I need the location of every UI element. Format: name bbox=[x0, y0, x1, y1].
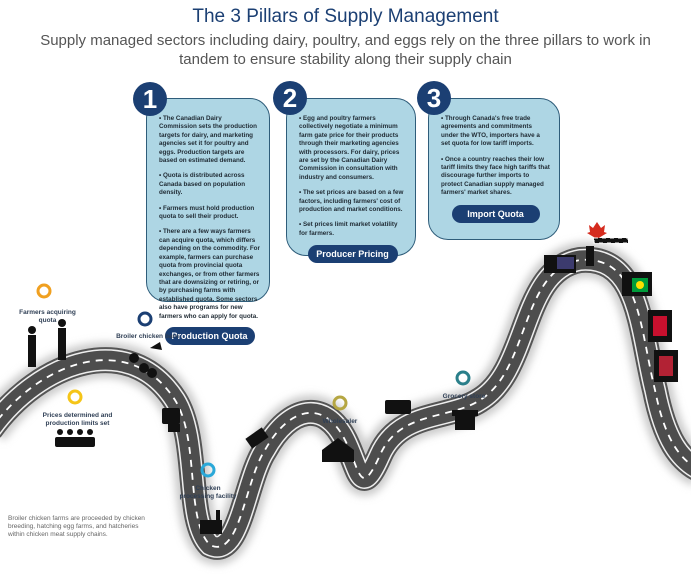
pillar-bullet: • Egg and poultry farmers collectively n… bbox=[299, 115, 400, 181]
truck-icon bbox=[162, 408, 180, 432]
import-truck-icon bbox=[544, 255, 576, 273]
production-quota-button[interactable]: Production Quota bbox=[164, 326, 255, 345]
border-gate-icon bbox=[586, 237, 629, 266]
pillar-bullet: • There are a few ways farmers can acqui… bbox=[159, 228, 260, 320]
producer-pricing-button[interactable]: Producer Pricing bbox=[307, 245, 398, 264]
location-pin-icon bbox=[200, 462, 216, 478]
footnote: Broiler chicken farms are proceeded by c… bbox=[8, 515, 145, 538]
pillar-bullet: • Through Canada's free trade agreements… bbox=[441, 115, 540, 148]
maple-leaf-icon bbox=[587, 222, 607, 239]
pillar-card-3: • Through Canada's free trade agreements… bbox=[428, 98, 560, 240]
import-quota-button[interactable]: Import Quota bbox=[451, 204, 540, 223]
pillar-bullet: • Once a country reaches their low tarif… bbox=[441, 155, 550, 197]
pillar-number-2: 2 bbox=[273, 81, 307, 115]
pillar-number-1: 1 bbox=[133, 82, 167, 116]
location-pin-icon bbox=[332, 395, 348, 411]
chickens-icon bbox=[129, 342, 162, 378]
page-title: The 3 Pillars of Supply Management bbox=[192, 6, 499, 27]
import-truck-icon bbox=[622, 272, 652, 296]
stop-label-prices: Prices determined and production limits … bbox=[42, 412, 113, 427]
stop-label-farmers: Farmers acquiring quota bbox=[19, 309, 76, 324]
pillar-card-1: • The Canadian Dairy Commission sets the… bbox=[146, 98, 270, 345]
location-pin-icon bbox=[455, 370, 471, 386]
factory-icon bbox=[200, 510, 222, 534]
stop-label-processing: Chicken processing facility bbox=[179, 485, 237, 500]
location-pin-icon bbox=[67, 389, 83, 405]
location-pin-icon bbox=[36, 283, 52, 299]
pillar-bullet: • Quota is distributed across Canada bas… bbox=[159, 172, 246, 197]
farmers-icon bbox=[28, 319, 66, 367]
pillar-bullet: • Farmers must hold production quota to … bbox=[159, 204, 255, 221]
location-pin-icon bbox=[137, 311, 153, 327]
pillar-bullet: • The set prices are based on a few fact… bbox=[299, 189, 404, 214]
truck-icon bbox=[245, 427, 269, 449]
meeting-table-icon bbox=[55, 429, 95, 447]
stop-label-grocery: Grocery store bbox=[442, 393, 486, 400]
wholesaler-icon bbox=[322, 438, 354, 462]
pillar-bullet: • Set prices limit market volatility for… bbox=[299, 221, 398, 237]
pillar-number-3: 3 bbox=[417, 81, 451, 115]
grocery-store-icon bbox=[452, 410, 478, 430]
stop-label-wholesaler: Wholesaler bbox=[322, 418, 358, 425]
pillar-card-2: • Egg and poultry farmers collectively n… bbox=[286, 98, 416, 264]
stop-label-barn: Broiler chicken barn bbox=[116, 333, 179, 340]
truck-icon bbox=[385, 400, 411, 414]
import-truck-icon bbox=[654, 350, 678, 382]
pillar-bullet: • The Canadian Dairy Commission sets the… bbox=[159, 115, 257, 165]
page-subtitle: Supply managed sectors including dairy, … bbox=[40, 32, 651, 68]
import-truck-icon bbox=[648, 310, 672, 342]
